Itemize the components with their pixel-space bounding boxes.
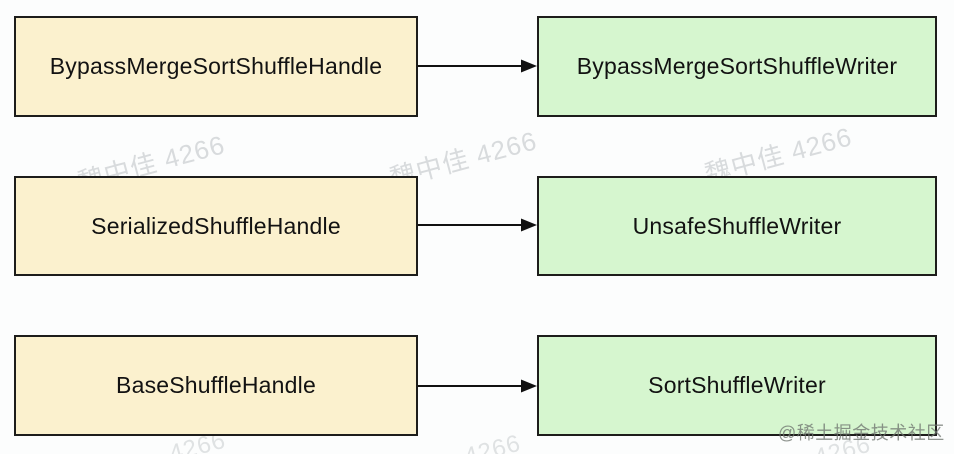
writer-node-row1: BypassMergeSortShuffleWriter bbox=[537, 16, 937, 117]
handle-node-row1: BypassMergeSortShuffleHandle bbox=[14, 16, 418, 117]
arrow-row3 bbox=[418, 379, 537, 393]
writer-node-row3: SortShuffleWriter bbox=[537, 335, 937, 436]
handle-node-row3: BaseShuffleHandle bbox=[14, 335, 418, 436]
writer-node-row2: UnsafeShuffleWriter bbox=[537, 176, 937, 276]
arrow-row2 bbox=[418, 218, 537, 232]
watermark-fragment: 4266 bbox=[461, 429, 524, 454]
arrow-row1 bbox=[418, 59, 537, 73]
handle-node-row2: SerializedShuffleHandle bbox=[14, 176, 418, 276]
